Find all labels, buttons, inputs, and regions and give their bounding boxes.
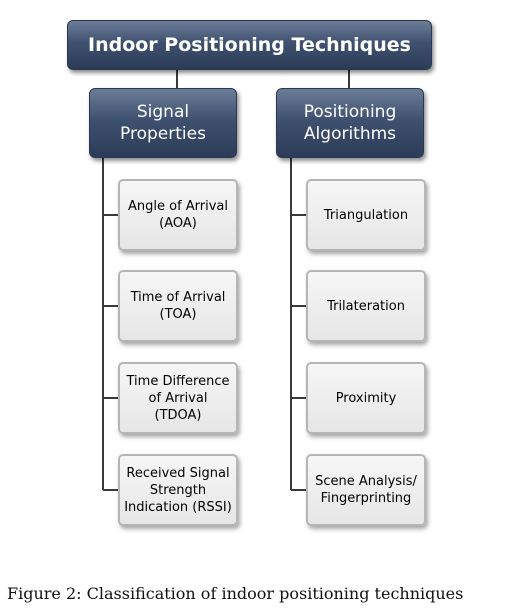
leaf-label-line: Angle of Arrival bbox=[127, 199, 229, 214]
leaf-label-line: Trilateration bbox=[327, 298, 405, 314]
leaf-scene-analysis: Scene Analysis/ Fingerprinting bbox=[306, 454, 426, 526]
category-label-line: Positioning bbox=[303, 102, 397, 122]
category-label-line: Properties bbox=[120, 124, 206, 144]
leaf-label-line: (TDOA) bbox=[154, 407, 202, 423]
connector-lines bbox=[102, 70, 350, 491]
leaf-label-line: of Arrival bbox=[148, 390, 208, 406]
leaf-label-line: Time of Arrival bbox=[130, 290, 226, 305]
leaf-time-difference-of-arrival: Time Difference of Arrival (TDOA) bbox=[118, 362, 238, 434]
leaf-label-line: Fingerprinting bbox=[320, 491, 412, 506]
leaf-time-of-arrival: Time of Arrival (TOA) bbox=[118, 270, 238, 342]
leaf-label-line: (TOA) bbox=[159, 307, 197, 322]
leaf-proximity: Proximity bbox=[306, 362, 426, 434]
root-node: Indoor Positioning Techniques bbox=[67, 20, 432, 70]
classification-diagram: Indoor Positioning Techniques Signal Pro… bbox=[67, 20, 432, 526]
leaf-label-line: Strength bbox=[149, 482, 207, 498]
leaf-label-line: Proximity bbox=[335, 390, 397, 406]
leaf-label-line: Received Signal bbox=[126, 465, 230, 481]
leaf-angle-of-arrival: Angle of Arrival (AOA) bbox=[118, 179, 238, 251]
leaf-label-line: Indication (RSSI) bbox=[124, 499, 232, 515]
root-label: Indoor Positioning Techniques bbox=[88, 34, 411, 56]
leaf-label-line: Triangulation bbox=[323, 207, 409, 223]
category-signal-properties: Signal Properties bbox=[89, 88, 237, 158]
category-label-line: Signal bbox=[136, 102, 190, 122]
category-label-line: Algorithms bbox=[303, 124, 397, 144]
leaf-label-line: Scene Analysis/ bbox=[315, 474, 417, 489]
category-positioning-algorithms: Positioning Algorithms bbox=[276, 88, 424, 158]
leaf-label-line: (AOA) bbox=[159, 216, 197, 231]
leaf-label-line: Time Difference bbox=[126, 373, 230, 389]
leaf-received-signal-strength: Received Signal Strength Indication (RSS… bbox=[118, 454, 238, 526]
leaf-trilateration: Trilateration bbox=[306, 270, 426, 342]
leaf-triangulation: Triangulation bbox=[306, 179, 426, 251]
figure-caption: Figure 2: Classification of indoor posit… bbox=[7, 584, 464, 603]
